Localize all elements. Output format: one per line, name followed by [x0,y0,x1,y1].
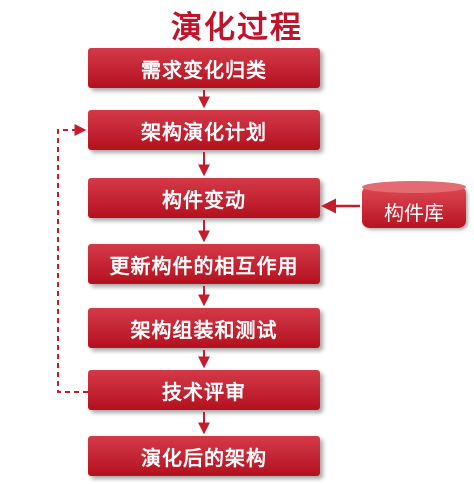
step-component-change: 构件变动 [88,178,320,218]
step-evolved-architecture: 演化后的架构 [88,436,320,476]
diagram-title: 演化过程 [171,10,303,46]
step-update-component-interaction: 更新构件的相互作用 [88,244,320,284]
step-technical-review: 技术评审 [88,370,320,410]
step-requirement-change-classification: 需求变化归类 [88,48,320,88]
component-library-label: 构件库 [384,200,444,225]
component-library-cylinder: 构件库 [362,181,466,228]
step-architecture-evolution-plan: 架构演化计划 [88,110,320,150]
step-architecture-assembly-and-test: 架构组装和测试 [88,308,320,348]
feedback-loop-arrow [57,124,88,393]
